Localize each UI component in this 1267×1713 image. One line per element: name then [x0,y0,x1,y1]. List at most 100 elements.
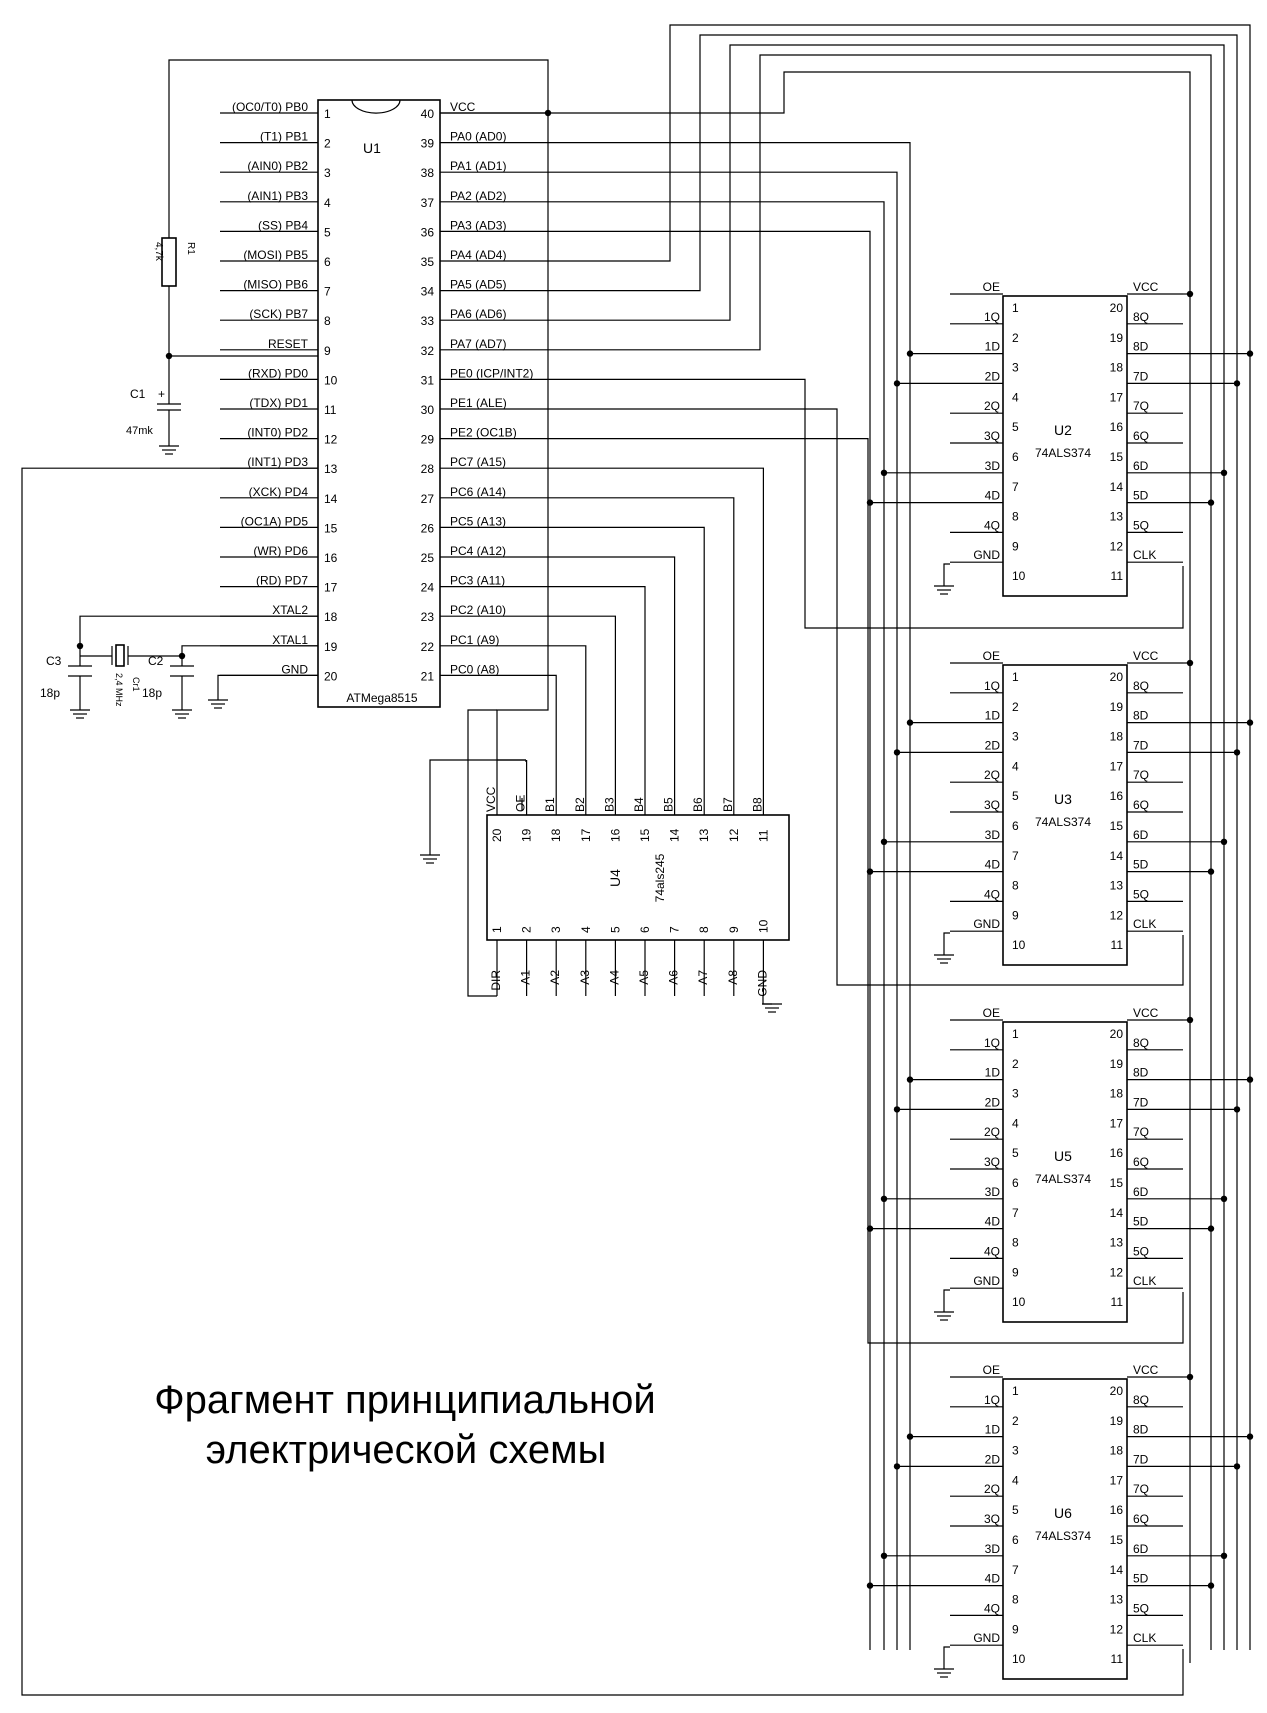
ground-symbol [420,854,440,864]
chip-u1-pin-label: PC1 (A9) [450,633,499,647]
chip-latch-pin-label: VCC [1133,1006,1159,1020]
chip-u1-pin-number: 29 [421,433,435,447]
chip-latch-pin-number: 3 [1012,1087,1019,1101]
ground-symbol [934,1668,954,1678]
chip-u4-pin-number: 2 [520,926,534,933]
junction-dot [1246,1076,1254,1083]
chip-latch-pin-number: 2 [1012,1414,1019,1428]
chip-latch-pin-label: 1D [985,709,1001,723]
junction-dot [1233,380,1241,387]
chip-latch-pin-number: 14 [1110,1563,1124,1577]
chip-latch-pin-label: GND [973,548,1000,562]
chip-latch-pin-number: 3 [1012,361,1019,375]
chip-u4-pin-label: B6 [691,797,705,812]
chip-latch-pin-number: 17 [1110,1473,1124,1487]
chip-u4-pin-label: A2 [548,970,562,985]
chip-u1-pin-label: (INT0) PD2 [247,426,308,440]
chip-latch-pin-label: 2D [985,1452,1001,1466]
junction-dot [1220,838,1228,845]
chip-u4-pin-label: A5 [637,970,651,985]
chip-u4-pin-number: 15 [638,828,652,842]
chip-u4-pin-number: 5 [608,926,622,933]
chip-latch-pin-number: 12 [1110,908,1124,922]
chip-u1-pin-label: (MISO) PB6 [243,278,308,292]
chip-latch-pin-label: 8D [1133,340,1149,354]
chip-latch-pin-label: 2D [985,369,1001,383]
chip-u1-pin-label: PA5 (AD5) [450,278,506,292]
chip-latch-pin-label: 2Q [984,1482,1000,1496]
chip-u4-pin-label: A4 [607,970,621,985]
chip-latch-pin-label: 3Q [984,1512,1000,1526]
chip-latch-pin-number: 17 [1110,1116,1124,1130]
chip-u1-pin-number: 18 [324,610,338,624]
chip-latch-pin-label: 7Q [1133,1482,1149,1496]
u4-dir [467,709,497,997]
chip-latch-pin-number: 20 [1110,1384,1124,1398]
chip-latch-pin-label: 1D [985,1066,1001,1080]
chip-latch-pin-label: OE [983,1363,1000,1377]
chip-latch-pin-number: 4 [1012,759,1019,773]
pc7-wire [548,467,765,760]
chip-u4-pin-number: 19 [520,828,534,842]
chip-latch-pin-number: 8 [1012,510,1019,524]
chip-u1-pin-label: VCC [450,100,476,114]
chip-latch-pin-label: 7Q [1133,1125,1149,1139]
junction-dot [1186,1373,1194,1381]
chip-latch-pin-label: 7D [1133,369,1149,383]
capacitor-c1-value: 47mk [126,425,153,437]
gnd-pin [217,674,318,700]
junction-dot [1207,499,1215,506]
chip-u1-pin-label: (INT1) PD3 [247,455,308,469]
junction-dot [866,1582,874,1589]
chip-u1-pin-label: PA1 (AD1) [450,159,506,173]
chip-u1-pin-label: GND [281,662,308,676]
chip-u4-ref: U4 [607,869,623,887]
chip-u1-pin-label: (AIN0) PB2 [247,159,308,173]
chip-latch-pin-number: 11 [1111,1295,1124,1309]
chip-u1-pin-label: PE2 (OC1B) [450,426,517,440]
chip-latch-pin-label: 3D [985,459,1001,473]
chip-latch-pin-label: 6Q [1133,1512,1149,1526]
chip-u1-pin-label: RESET [268,337,309,351]
chip-latch-pin-number: 9 [1012,1622,1019,1636]
chip-latch-pin-label: 2Q [984,399,1000,413]
chip-latch-pin-number: 16 [1110,789,1124,803]
chip-latch-pin-number: 15 [1110,450,1124,464]
junction-dot [893,749,901,756]
chip-latch-pin-label: 5D [1133,858,1149,872]
chip-u1-pin-number: 3 [324,166,331,180]
chip-latch-pin-label: OE [983,1006,1000,1020]
junction-dot [1220,469,1228,476]
chip-u1-pin-number: 35 [421,255,435,269]
chip-latch-pin-label: 6D [1133,1542,1149,1556]
pa4-bus [548,24,1251,1650]
chip-u1-pin-number: 2 [324,137,331,151]
capacitor-c1: C1 + 47mk [126,387,181,437]
chip-latch-pin-label: CLK [1133,548,1156,562]
junction-dot [1233,749,1241,756]
chip-latch-pin-number: 1 [1012,301,1019,315]
chip-latch-pin-label: 1D [985,1423,1001,1437]
chip-u1-pin-number: 10 [324,373,338,387]
chip-latch-part: 74ALS374 [1035,1529,1091,1543]
chip-u1-pin-label: PC0 (A8) [450,662,499,676]
chip-u1-pin-label: (AIN1) PB3 [247,189,308,203]
chip-u1-pin-label: (OC0/T0) PB0 [232,100,308,114]
pa7-bus [548,54,1212,1650]
chip-latch-pin-number: 5 [1012,420,1019,434]
ground-symbol [172,709,192,719]
chip-u4-pin-number: 14 [668,828,682,842]
pc0-wire [548,674,557,760]
chip-u1-pin-label: PC4 (A12) [450,544,506,558]
chip-latch-pin-label: 6Q [1133,1155,1149,1169]
chip-latch-pin-number: 10 [1012,938,1026,952]
pe1-clk [548,408,1184,986]
chip-u4-part: 74als245 [653,853,667,902]
capacitor-c3: C3 18p [40,654,92,700]
chip-u1-pin-number: 38 [421,166,435,180]
chip-latch-pin-number: 12 [1110,1265,1124,1279]
junction-dot [1186,290,1194,298]
chip-latch-pin-label: 2D [985,1095,1001,1109]
chip-u4-pin-label: B7 [721,797,735,812]
